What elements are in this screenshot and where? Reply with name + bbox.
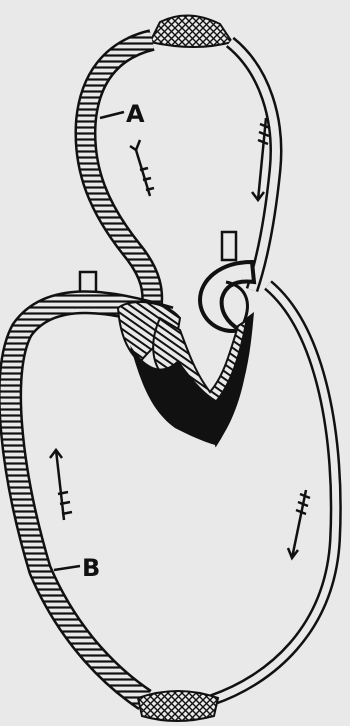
label-a: A xyxy=(126,100,145,128)
lower-capillary-net xyxy=(138,691,218,721)
label-b-leader xyxy=(54,566,80,570)
arrow-up-lower-left xyxy=(50,450,72,520)
upper-vessel-stub xyxy=(222,232,236,260)
label-b: B xyxy=(82,554,100,582)
arrow-down-lower-right xyxy=(288,490,310,558)
arrow-up-upper-left xyxy=(130,140,154,196)
upper-capillary-net xyxy=(150,15,232,47)
label-a-leader xyxy=(100,112,124,118)
